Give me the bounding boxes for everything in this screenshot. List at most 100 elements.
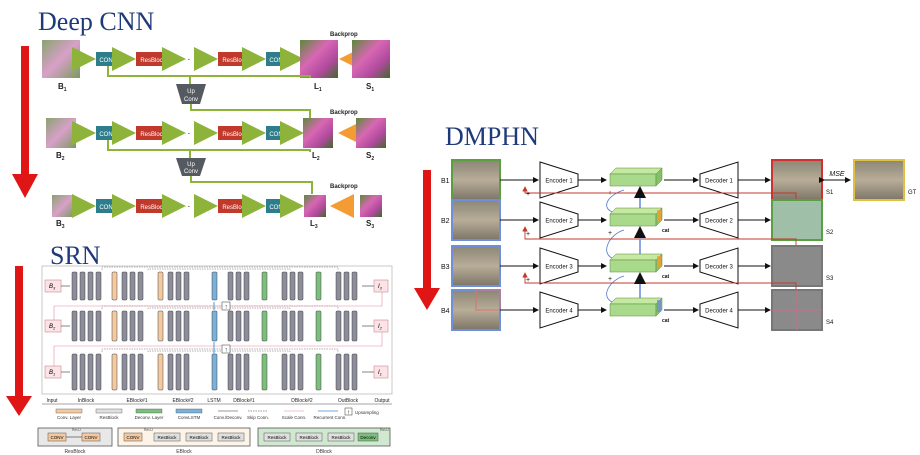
deep-cnn-title: Deep CNN <box>38 7 155 36</box>
srn-layer-block <box>335 353 342 391</box>
upsampling-icon-glyph: ↑ <box>225 348 228 354</box>
srn-input-label: B3 <box>49 284 56 291</box>
svg-text:Backprop: Backprop <box>330 184 358 190</box>
srn-output-sub: 1 <box>380 372 382 377</box>
svg-text:S1: S1 <box>366 82 374 93</box>
svg-text:ResBlock: ResBlock <box>222 132 248 138</box>
srn-title: SRN <box>50 241 101 270</box>
feature-block-cat <box>657 256 661 268</box>
upsampling-icon <box>221 301 231 311</box>
encoder-label: Encoder 1 <box>545 179 573 185</box>
srn-input-sub: 2 <box>52 326 56 331</box>
srn-output-box <box>373 279 389 293</box>
srn-layer-block <box>351 310 358 342</box>
srn-layer-block <box>87 310 94 342</box>
srn-layer-block <box>157 353 164 391</box>
svg-text:CONV: CONV <box>99 205 116 211</box>
srn-layer-block <box>261 271 268 301</box>
srn-legend-label: Skip Conn. <box>247 415 269 420</box>
srn-skip-connection <box>147 268 291 270</box>
mse-label: MSE <box>829 171 845 178</box>
dmphn-residual-connection <box>522 226 797 246</box>
srn-layer-block <box>297 310 304 342</box>
srn-output-box <box>373 365 389 379</box>
dmphn-input-image <box>451 159 501 201</box>
svg-text:L2: L2 <box>312 151 320 162</box>
svg-text:CONV: CONV <box>126 435 139 440</box>
svg-text:Conv: Conv <box>184 169 198 175</box>
srn-layer-block <box>79 310 86 342</box>
srn-legend-swatch <box>175 408 203 414</box>
dmphn-input-image <box>451 245 501 287</box>
svg-text:Conv: Conv <box>184 97 198 103</box>
srn-layer-block <box>157 271 164 301</box>
srn-layer-block <box>235 271 242 301</box>
srn-output-box <box>373 319 389 333</box>
dmphn-input-image <box>451 199 501 241</box>
srn-layer-block <box>129 353 136 391</box>
srn-input-sub: 3 <box>53 286 56 291</box>
svg-text:· · ·: · · · <box>187 54 203 65</box>
latent-image-1 <box>300 40 338 78</box>
encoder-block <box>539 291 579 329</box>
srn-layer-block <box>335 310 342 342</box>
plus-sign: + <box>526 277 530 284</box>
srn-input-main: B <box>49 370 53 376</box>
feature-block-cat <box>657 300 661 312</box>
srn-skip-connection <box>147 307 291 309</box>
srn-detail-eblock: CONV ReLU ResBlock ResBlock ResBlock EBl… <box>117 427 251 455</box>
svg-text:ResBlock: ResBlock <box>299 435 319 440</box>
dmphn-output-label: S2 <box>826 230 834 236</box>
srn-stage-label: DBlock#1 <box>233 398 255 404</box>
srn-stage-label: DBlock#2 <box>291 398 313 404</box>
svg-text:ResBlock: ResBlock <box>267 435 287 440</box>
srn-layer-block <box>281 353 288 391</box>
srn-layer-block <box>243 271 250 301</box>
srn-layer-block <box>129 310 136 342</box>
srn-stage-label: LSTM <box>207 398 220 404</box>
srn-output-sub: 2 <box>379 326 383 331</box>
plus-sign: + <box>608 230 612 237</box>
dmphn-input-label: B3 <box>441 264 450 271</box>
latent-image-2 <box>303 118 333 148</box>
svg-text:S2: S2 <box>366 151 374 162</box>
deep-cnn-row-3: CONV ResBlock · · · ResBlock CONV Backpr… <box>52 184 382 230</box>
srn-legend-label: Conv. Layer <box>57 415 81 420</box>
srn-layer-block <box>87 271 94 301</box>
srn-scale-connection <box>53 292 383 320</box>
plus-sign: + <box>608 276 612 283</box>
srn-output-sub: 3 <box>380 286 383 291</box>
svg-text:DBlock: DBlock <box>316 449 332 455</box>
srn-layer-block <box>95 310 102 342</box>
upsampling-icon-glyph: ↑ <box>347 410 350 416</box>
srn-layer-block <box>121 271 128 301</box>
srn-layer-block <box>289 271 296 301</box>
srn-input-sub: 1 <box>53 372 55 377</box>
srn-layer-block <box>121 310 128 342</box>
svg-text:Deconv: Deconv <box>360 435 376 440</box>
srn-skip-connection <box>101 305 339 309</box>
srn-layer-block <box>167 310 174 342</box>
plus-sign: + <box>608 190 612 197</box>
decoder-label: Decoder 1 <box>705 179 733 185</box>
dmphn-feature-connection <box>606 189 625 213</box>
dmphn-output-label: S1 <box>826 190 834 196</box>
cat-label: cat <box>662 318 670 324</box>
srn-layer-block <box>175 353 182 391</box>
srn-layer-block <box>227 271 234 301</box>
feature-block <box>609 173 657 187</box>
srn-layer-block <box>87 353 94 391</box>
ground-truth-label: GT <box>908 190 917 196</box>
deep-cnn-diagram: CONV ResBlock · · · ResBlock CONV Backpr… <box>12 32 390 230</box>
srn-layer-block <box>297 271 304 301</box>
svg-text:Backprop: Backprop <box>330 110 358 116</box>
srn-layer-block <box>129 271 136 301</box>
upsampling-icon <box>221 344 231 354</box>
srn-layer-block <box>315 271 322 301</box>
dmphn-residual-connection <box>522 186 797 200</box>
svg-text:ResBlock: ResBlock <box>189 435 209 440</box>
srn-layer-block <box>157 310 164 342</box>
srn-layer-block <box>261 310 268 342</box>
upsampling-icon <box>344 407 353 416</box>
